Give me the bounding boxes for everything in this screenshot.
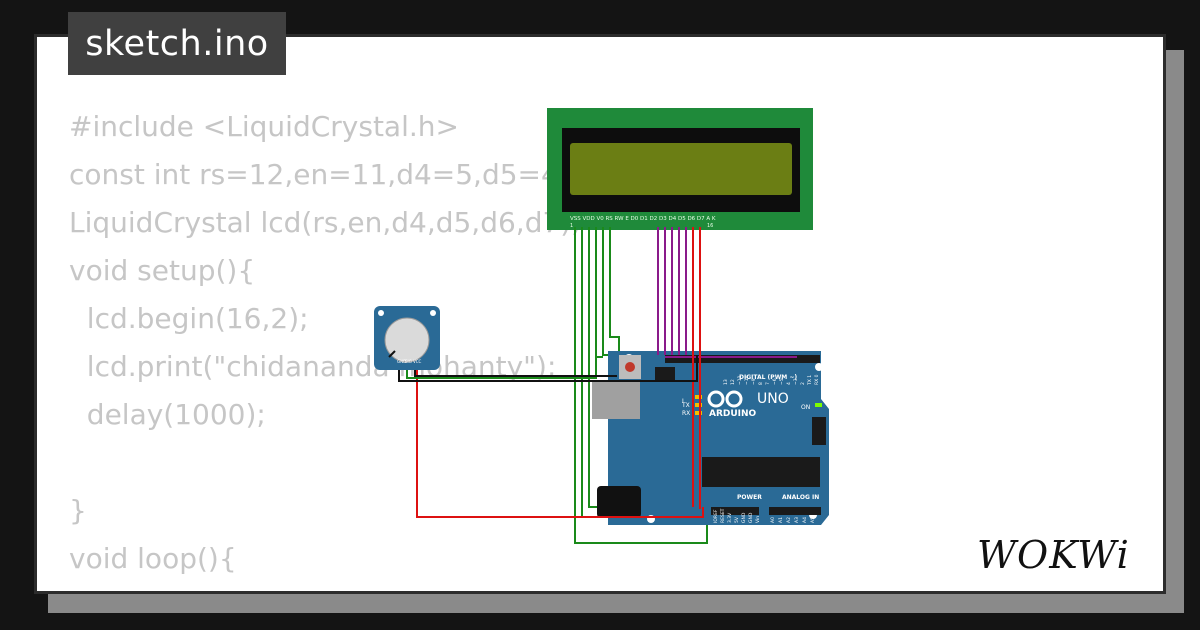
mounting-hole bbox=[378, 310, 384, 316]
digital-pin-label: RX 0 bbox=[814, 374, 820, 385]
preview-card: #include <LiquidCrystal.h>const int rs=1… bbox=[34, 34, 1166, 594]
digital-label: DIGITAL (PWM ~) bbox=[739, 374, 797, 381]
tx-label: TX bbox=[681, 402, 690, 409]
wire bbox=[398, 355, 698, 382]
l-label: L bbox=[682, 398, 686, 405]
wire bbox=[595, 227, 603, 358]
circuit-diagram: VSS VDD V0 RS RW E D0 D1 D2 D3 D4 D5 D6 … bbox=[374, 108, 1130, 577]
code-line: void loop(){ bbox=[69, 542, 237, 575]
power-pin-label: Vin bbox=[755, 516, 761, 523]
digital-header bbox=[665, 355, 820, 363]
arduino-logo-icon bbox=[707, 390, 743, 408]
icsp2-header bbox=[812, 417, 826, 445]
wires-red bbox=[416, 227, 704, 518]
pot-pin-gnd-label: GND bbox=[397, 359, 406, 364]
model-label: UNO bbox=[757, 391, 789, 407]
analog-pin-label: A0 bbox=[770, 517, 776, 523]
power-pin-label: GND bbox=[741, 512, 747, 523]
wire bbox=[602, 227, 737, 356]
power-pin-label: 5V bbox=[734, 516, 740, 523]
rx-label: RX bbox=[682, 410, 690, 417]
led-rx bbox=[695, 411, 702, 415]
lcd-pin-1-label: 1 bbox=[570, 223, 573, 229]
code-line: #include <LiquidCrystal.h> bbox=[69, 110, 459, 143]
wires-purple bbox=[657, 227, 797, 358]
atmega-chip bbox=[702, 457, 820, 487]
wire bbox=[414, 370, 617, 377]
power-pin-label: GND bbox=[748, 512, 754, 523]
arduino-uno-board[interactable]: ARDUINO UNO ON DIGITAL (PWM ~) POWER ANA… bbox=[592, 351, 829, 525]
code-line: LiquidCrystal lcd(rs,en,d4,d5,d6,d7); bbox=[69, 206, 581, 239]
digital-pin-label: ~3 bbox=[793, 378, 799, 385]
pot-indicator bbox=[388, 350, 396, 358]
lcd-pin-labels: VSS VDD V0 RS RW E D0 D1 D2 D3 D4 D5 D6 … bbox=[570, 216, 716, 222]
potentiometer[interactable]: GND SIG VCC bbox=[374, 306, 440, 370]
led-tx bbox=[695, 403, 702, 407]
icsp-header bbox=[655, 367, 675, 381]
power-label: POWER bbox=[737, 494, 762, 501]
digital-pin-label: 12 bbox=[730, 379, 736, 385]
digital-pin-label: ~5 bbox=[779, 378, 785, 385]
digital-pin-label: ~6 bbox=[772, 378, 778, 385]
digital-pin-label: ~11 bbox=[737, 375, 743, 385]
digital-pin-label: 7 bbox=[765, 382, 771, 385]
usb-port bbox=[592, 381, 640, 419]
led-on bbox=[815, 403, 822, 407]
file-tab[interactable]: sketch.ino bbox=[68, 12, 286, 75]
lcd-pin-16-label: 16 bbox=[707, 223, 713, 229]
digital-pin-label: 2 bbox=[800, 382, 806, 385]
brand-label: ARDUINO bbox=[709, 409, 757, 419]
wokwi-logo-text: WOKWi bbox=[977, 533, 1130, 577]
analog-pin-label: A3 bbox=[794, 517, 800, 523]
on-label: ON bbox=[801, 404, 810, 411]
wires-pot bbox=[398, 355, 698, 382]
digital-pin-label: 8 bbox=[758, 382, 764, 385]
code-line: delay(1000); bbox=[69, 398, 266, 431]
reset-button-cap[interactable] bbox=[625, 362, 635, 372]
pot-pin-vcc-label: VCC bbox=[413, 359, 422, 364]
mounting-hole bbox=[815, 363, 823, 371]
wire bbox=[406, 357, 597, 379]
analog-pin-label: A2 bbox=[786, 517, 792, 523]
power-pin-label: IOREF bbox=[713, 509, 719, 523]
digital-pin-label: ~9 bbox=[751, 378, 757, 385]
analog-label: ANALOG IN bbox=[782, 494, 819, 501]
power-pin-label: RESET bbox=[720, 508, 726, 523]
analog-pin-label: A1 bbox=[778, 517, 784, 523]
led-l bbox=[695, 395, 702, 399]
power-header bbox=[711, 507, 759, 515]
code-line: } bbox=[69, 494, 87, 527]
analog-header bbox=[769, 507, 821, 515]
code-line: void setup(){ bbox=[69, 254, 256, 287]
pot-knob[interactable] bbox=[384, 317, 430, 363]
analog-pin-label: A4 bbox=[802, 517, 808, 523]
mounting-hole bbox=[430, 310, 436, 316]
digital-pin-label: ~10 bbox=[744, 375, 750, 385]
power-jack bbox=[597, 486, 641, 518]
digital-pin-label: 13 bbox=[723, 379, 729, 385]
wokwi-logo: WOKWi bbox=[977, 533, 1130, 577]
code-line: lcd.begin(16,2); bbox=[69, 302, 309, 335]
lcd-screen bbox=[570, 143, 792, 195]
code-line: lcd.setCursor(0,1); bbox=[69, 583, 740, 591]
digital-pin-label: 4 bbox=[786, 382, 792, 385]
lcd-module[interactable]: VSS VDD V0 RS RW E D0 D1 D2 D3 D4 D5 D6 … bbox=[547, 108, 813, 230]
wire bbox=[416, 370, 704, 518]
power-pin-label: 3.3V bbox=[727, 512, 733, 523]
pot-pin-sig-label: SIG bbox=[405, 359, 412, 364]
analog-pin-label: A5 bbox=[810, 517, 816, 523]
wire bbox=[609, 227, 620, 355]
digital-pin-label: TX 1 bbox=[807, 375, 813, 386]
